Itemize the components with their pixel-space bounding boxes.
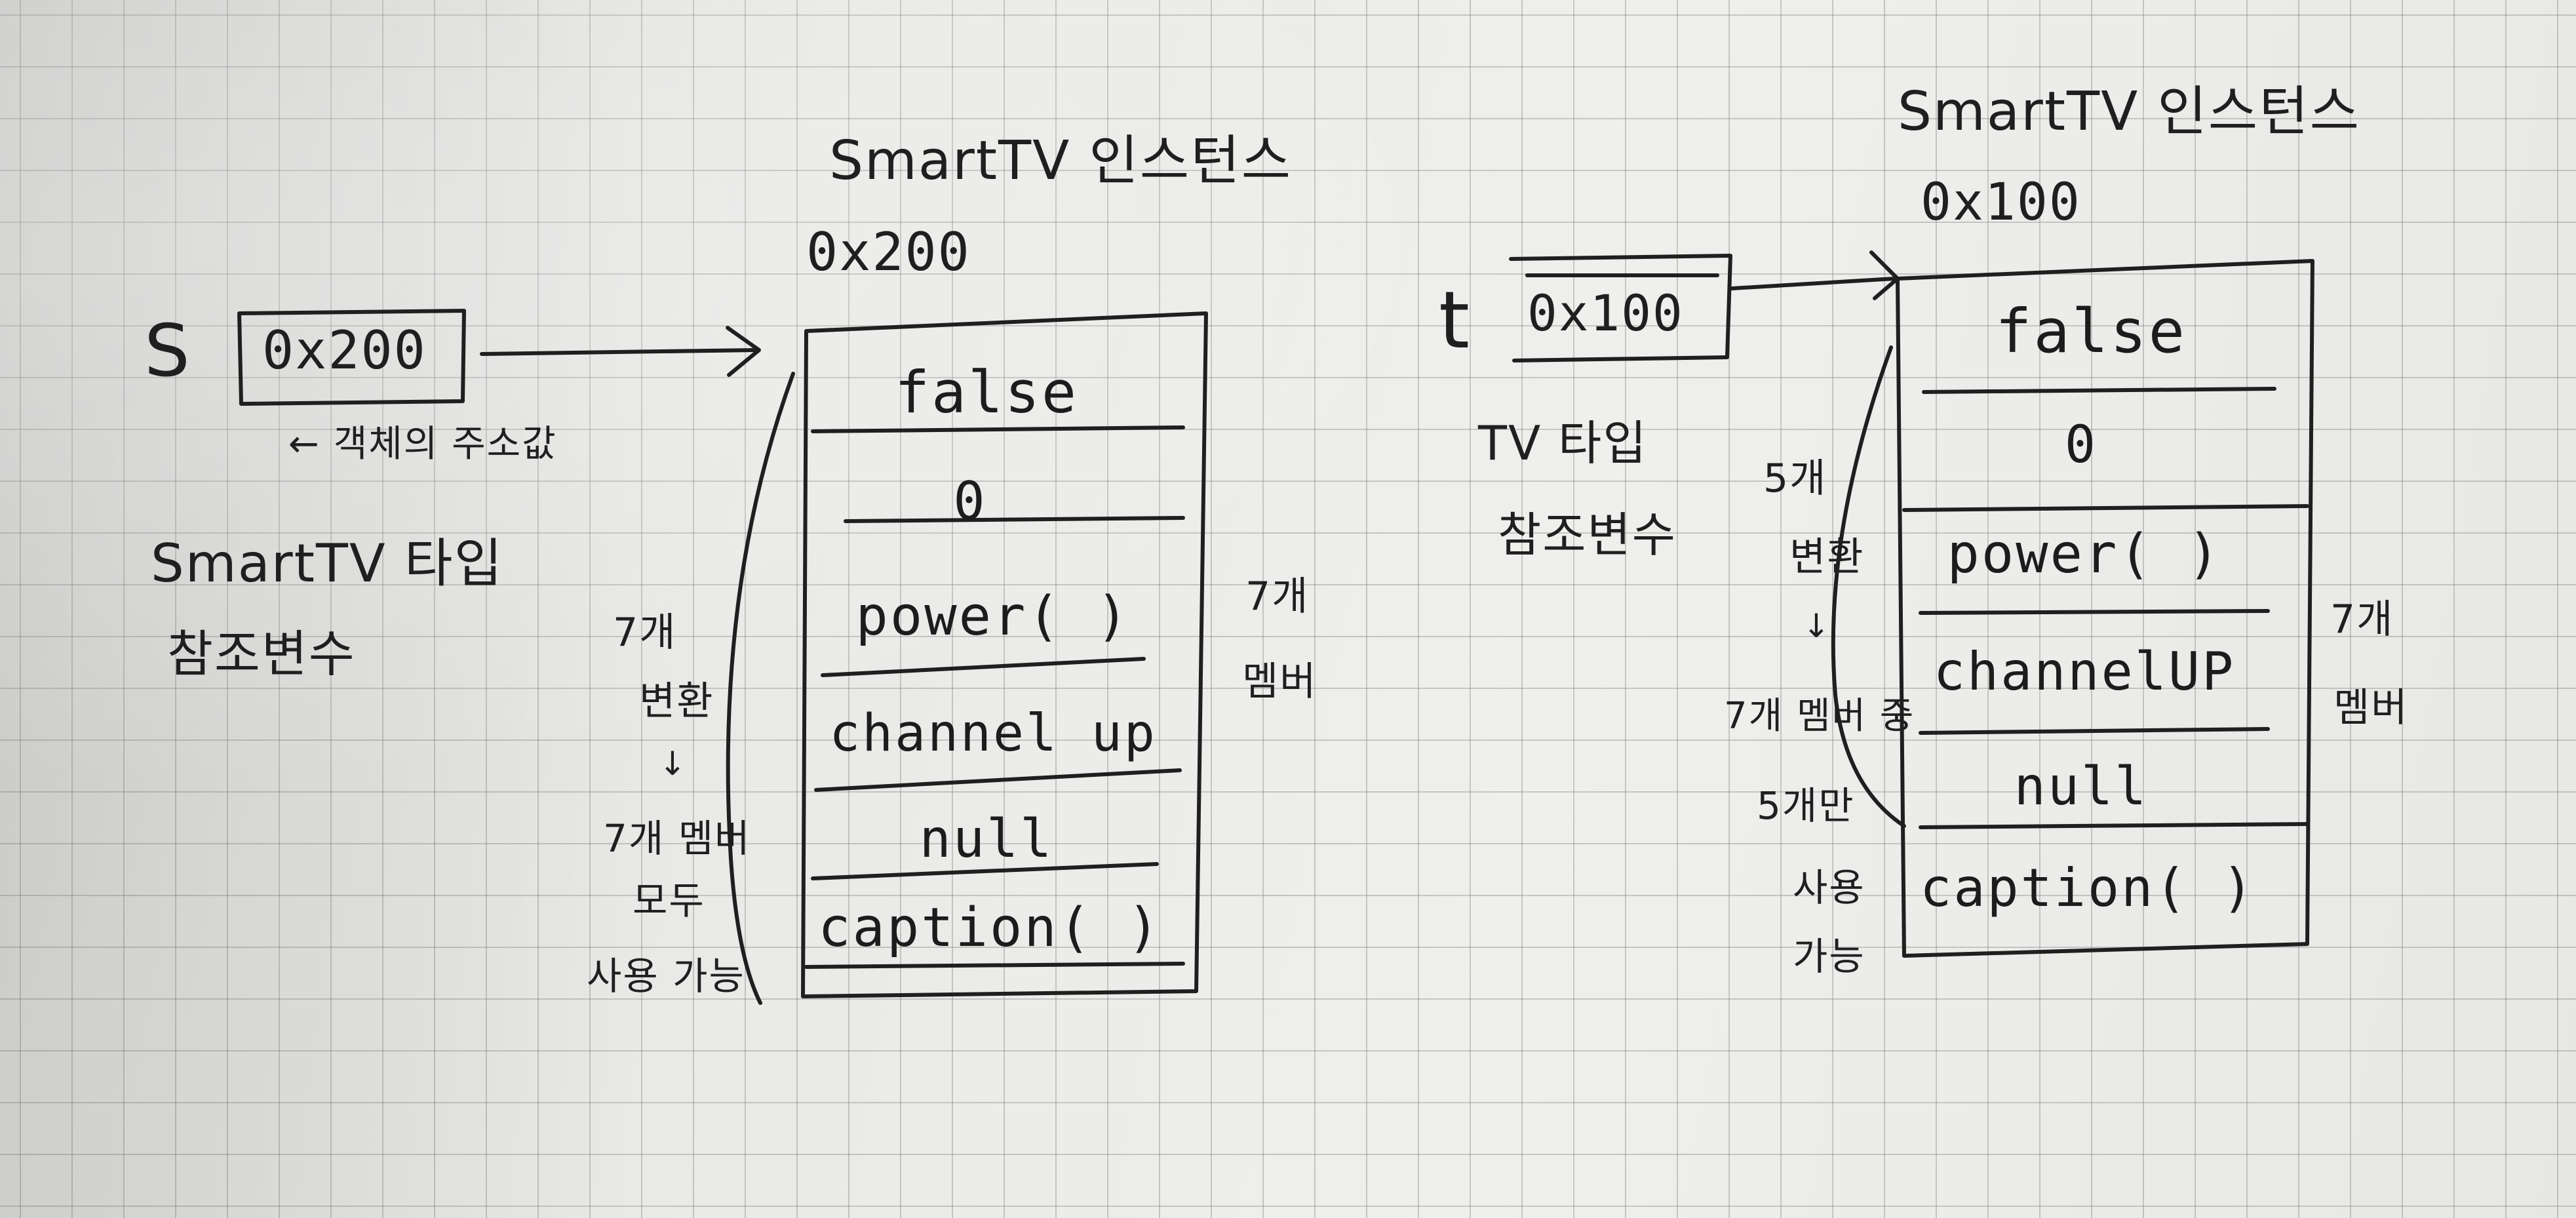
left-instance-title: SmartTV 인스턴스	[829, 130, 1293, 192]
left-field-2: power( )	[855, 585, 1131, 648]
right-row-line-5	[1919, 822, 2309, 829]
left-type-label-sub: 참조변수	[167, 625, 356, 683]
left-field-0: false	[895, 359, 1078, 426]
right-row-line-3	[1919, 609, 2270, 615]
right-note-line-1: 5개	[1763, 456, 1827, 501]
left-note-line-4: 모두	[633, 878, 705, 923]
right-field-0: false	[1995, 296, 2187, 366]
right-arrow-head	[1869, 250, 1900, 300]
right-row-line-2	[1902, 504, 2309, 512]
left-variable-value: 0x200	[262, 320, 427, 381]
left-instance-box	[801, 311, 1208, 998]
right-member-label: 멤버	[2333, 685, 2409, 731]
left-field-3: channel up	[829, 704, 1157, 763]
left-variable-box	[237, 309, 466, 406]
right-note-line-3: 7개 멤버 중	[1724, 695, 1915, 737]
right-note-line-4: 5개만	[1757, 783, 1855, 828]
right-field-1: 0	[2065, 416, 2098, 475]
right-variable-value: 0x100	[1527, 284, 1684, 342]
right-variable-name: t	[1439, 275, 1472, 366]
left-note-line-3: 7개 멤버	[603, 816, 751, 861]
right-note-arrow: ↓	[1803, 607, 1831, 645]
left-variable-name: S	[144, 309, 191, 393]
left-field-5: caption( )	[818, 897, 1161, 959]
right-field-2: power( )	[1947, 523, 2222, 585]
left-note-line-1: 7개	[613, 610, 677, 656]
right-field-3: channelUP	[1933, 641, 2236, 702]
left-note-line-2: 변환	[639, 678, 714, 724]
left-row-line-2	[844, 516, 1185, 523]
right-field-5: caption( )	[1920, 857, 2255, 918]
right-row-line-4	[1919, 727, 2270, 735]
left-member-count: 7개	[1245, 574, 1310, 619]
right-instance-title: SmartTV 인스턴스	[1898, 81, 2361, 143]
left-variable-note: ← 객체의 주소값	[288, 423, 557, 465]
right-type-label-sub: 참조변수	[1498, 507, 1677, 562]
left-row-line-3	[821, 657, 1146, 677]
right-member-count: 7개	[2330, 597, 2394, 642]
left-instance-address: 0x200	[806, 222, 971, 283]
left-member-label: 멤버	[1242, 659, 1317, 705]
left-usage-arc	[726, 372, 795, 1005]
left-arrow-head	[726, 326, 761, 377]
left-field-4: null	[919, 808, 1054, 869]
right-instance-address: 0x100	[1921, 173, 2081, 232]
left-row-line-5	[811, 862, 1159, 880]
left-field-1: 0	[953, 471, 987, 532]
right-pointer-arrow	[1730, 277, 1896, 290]
right-note-line-2: 변환	[1789, 534, 1865, 580]
left-row-line-1	[811, 425, 1185, 433]
right-note-line-5: 사용	[1793, 865, 1865, 910]
left-note-line-5: 사용 가능	[587, 954, 745, 998]
right-usage-arc	[1831, 345, 1906, 828]
left-row-line-4	[814, 768, 1182, 792]
right-type-label: TV 타입	[1478, 416, 1648, 471]
left-type-label: SmartTV 타입	[151, 533, 504, 594]
right-row-line-1	[1922, 387, 2276, 394]
right-instance-box	[1896, 259, 2314, 958]
right-variable-box	[1509, 254, 1732, 363]
right-field-4: null	[2014, 756, 2149, 817]
left-note-arrow: ↓	[659, 745, 688, 783]
left-pointer-arrow	[480, 348, 756, 356]
left-row-line-6	[804, 962, 1185, 969]
right-note-line-6: 가능	[1793, 934, 1865, 979]
